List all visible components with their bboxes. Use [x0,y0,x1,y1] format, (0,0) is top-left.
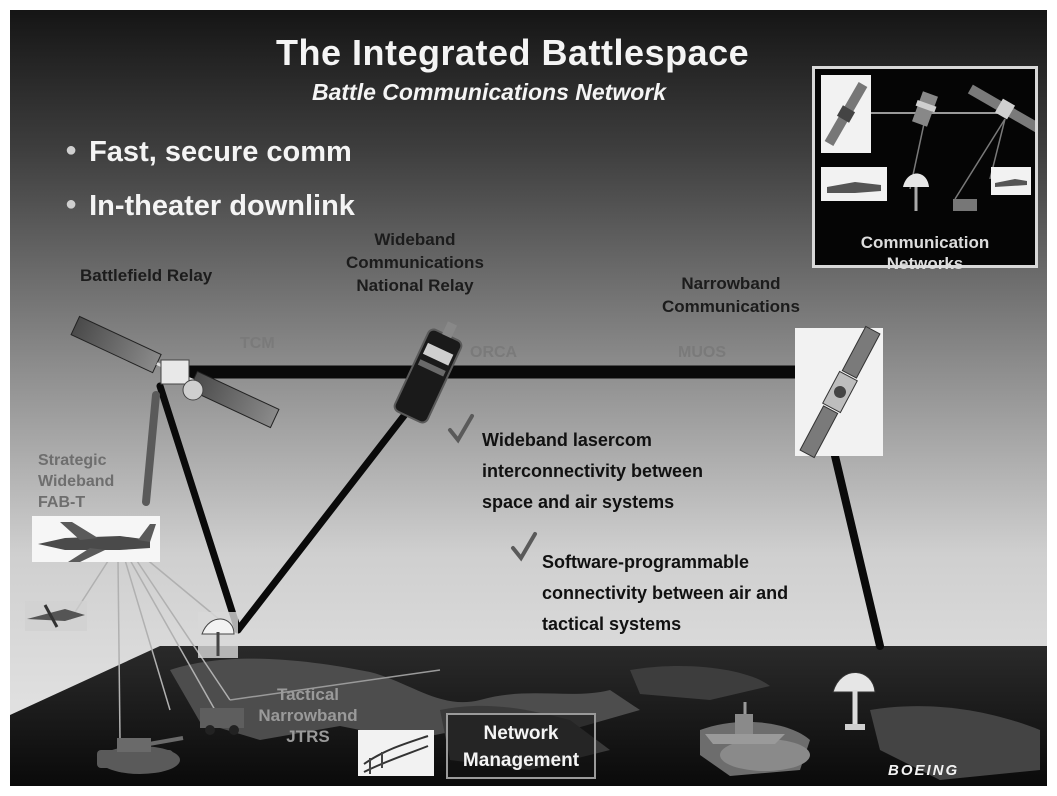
communication-networks-graphic [821,75,1035,211]
strategic-wideband-label: Strategic Wideband FAB-T [38,452,115,511]
relay-to-ground-link [156,382,242,634]
battlefield-relay-label: Battlefield Relay [80,266,213,285]
communication-networks-inset: Communication Networks [812,66,1038,273]
aircraft-ground-links [69,557,441,741]
slide: Communication Networks The Integrated Ba… [10,10,1047,786]
checkmark-icon [448,414,474,444]
diagram-graphics [10,315,1047,786]
aircraft-icon [32,516,160,562]
tactical-narrowband-label: Tactical Narrowband JTRS [258,685,358,746]
relay-to-aircraft-link [142,391,160,506]
uav-icon [25,601,87,631]
ground-antenna-icon [832,672,876,730]
wideband-relay-label: Wideband Communications National Relay [346,230,484,295]
battlefield-relay-satellite-icon [70,315,280,429]
software-programmable-note: Software-programmable connectivity betwe… [542,552,789,634]
wideband-relay-satellite-icon [393,321,463,424]
boeing-logo: BOEING [888,762,960,779]
bullet-dot-icon: ● [65,139,78,161]
network-image-icon [358,730,434,776]
checkmark-icon-2 [511,532,537,562]
bullet-fast-secure-comm: ●Fast, secure comm [65,136,352,168]
page-title: The Integrated Battlespace [276,32,750,73]
network-management-box: Network Management [446,713,596,779]
link-lines [142,365,884,650]
narrowband-to-ground-link [831,452,884,650]
narrowband-communications-label: Narrowband Communications [662,274,800,316]
orca-link-label: ORCA [470,344,518,361]
ship-icon [705,702,785,744]
lasercom-note: Wideband lasercom interconnectivity betw… [482,430,704,512]
ground-to-wideband-link [234,404,414,634]
narrowband-satellite-icon [795,325,883,459]
bullet-in-theater-downlink: ●In-theater downlink [65,190,355,222]
page-subtitle: Battle Communications Network [312,79,666,105]
communication-networks-label: Communication Networks [860,233,990,273]
bullet-dot-icon: ● [65,193,78,215]
tcm-link-label: TCM [240,335,275,352]
muos-link-label: MUOS [678,344,726,361]
vehicle-icon [200,708,244,735]
tank-icon [97,736,184,768]
satellite-dish-icon [198,612,238,658]
